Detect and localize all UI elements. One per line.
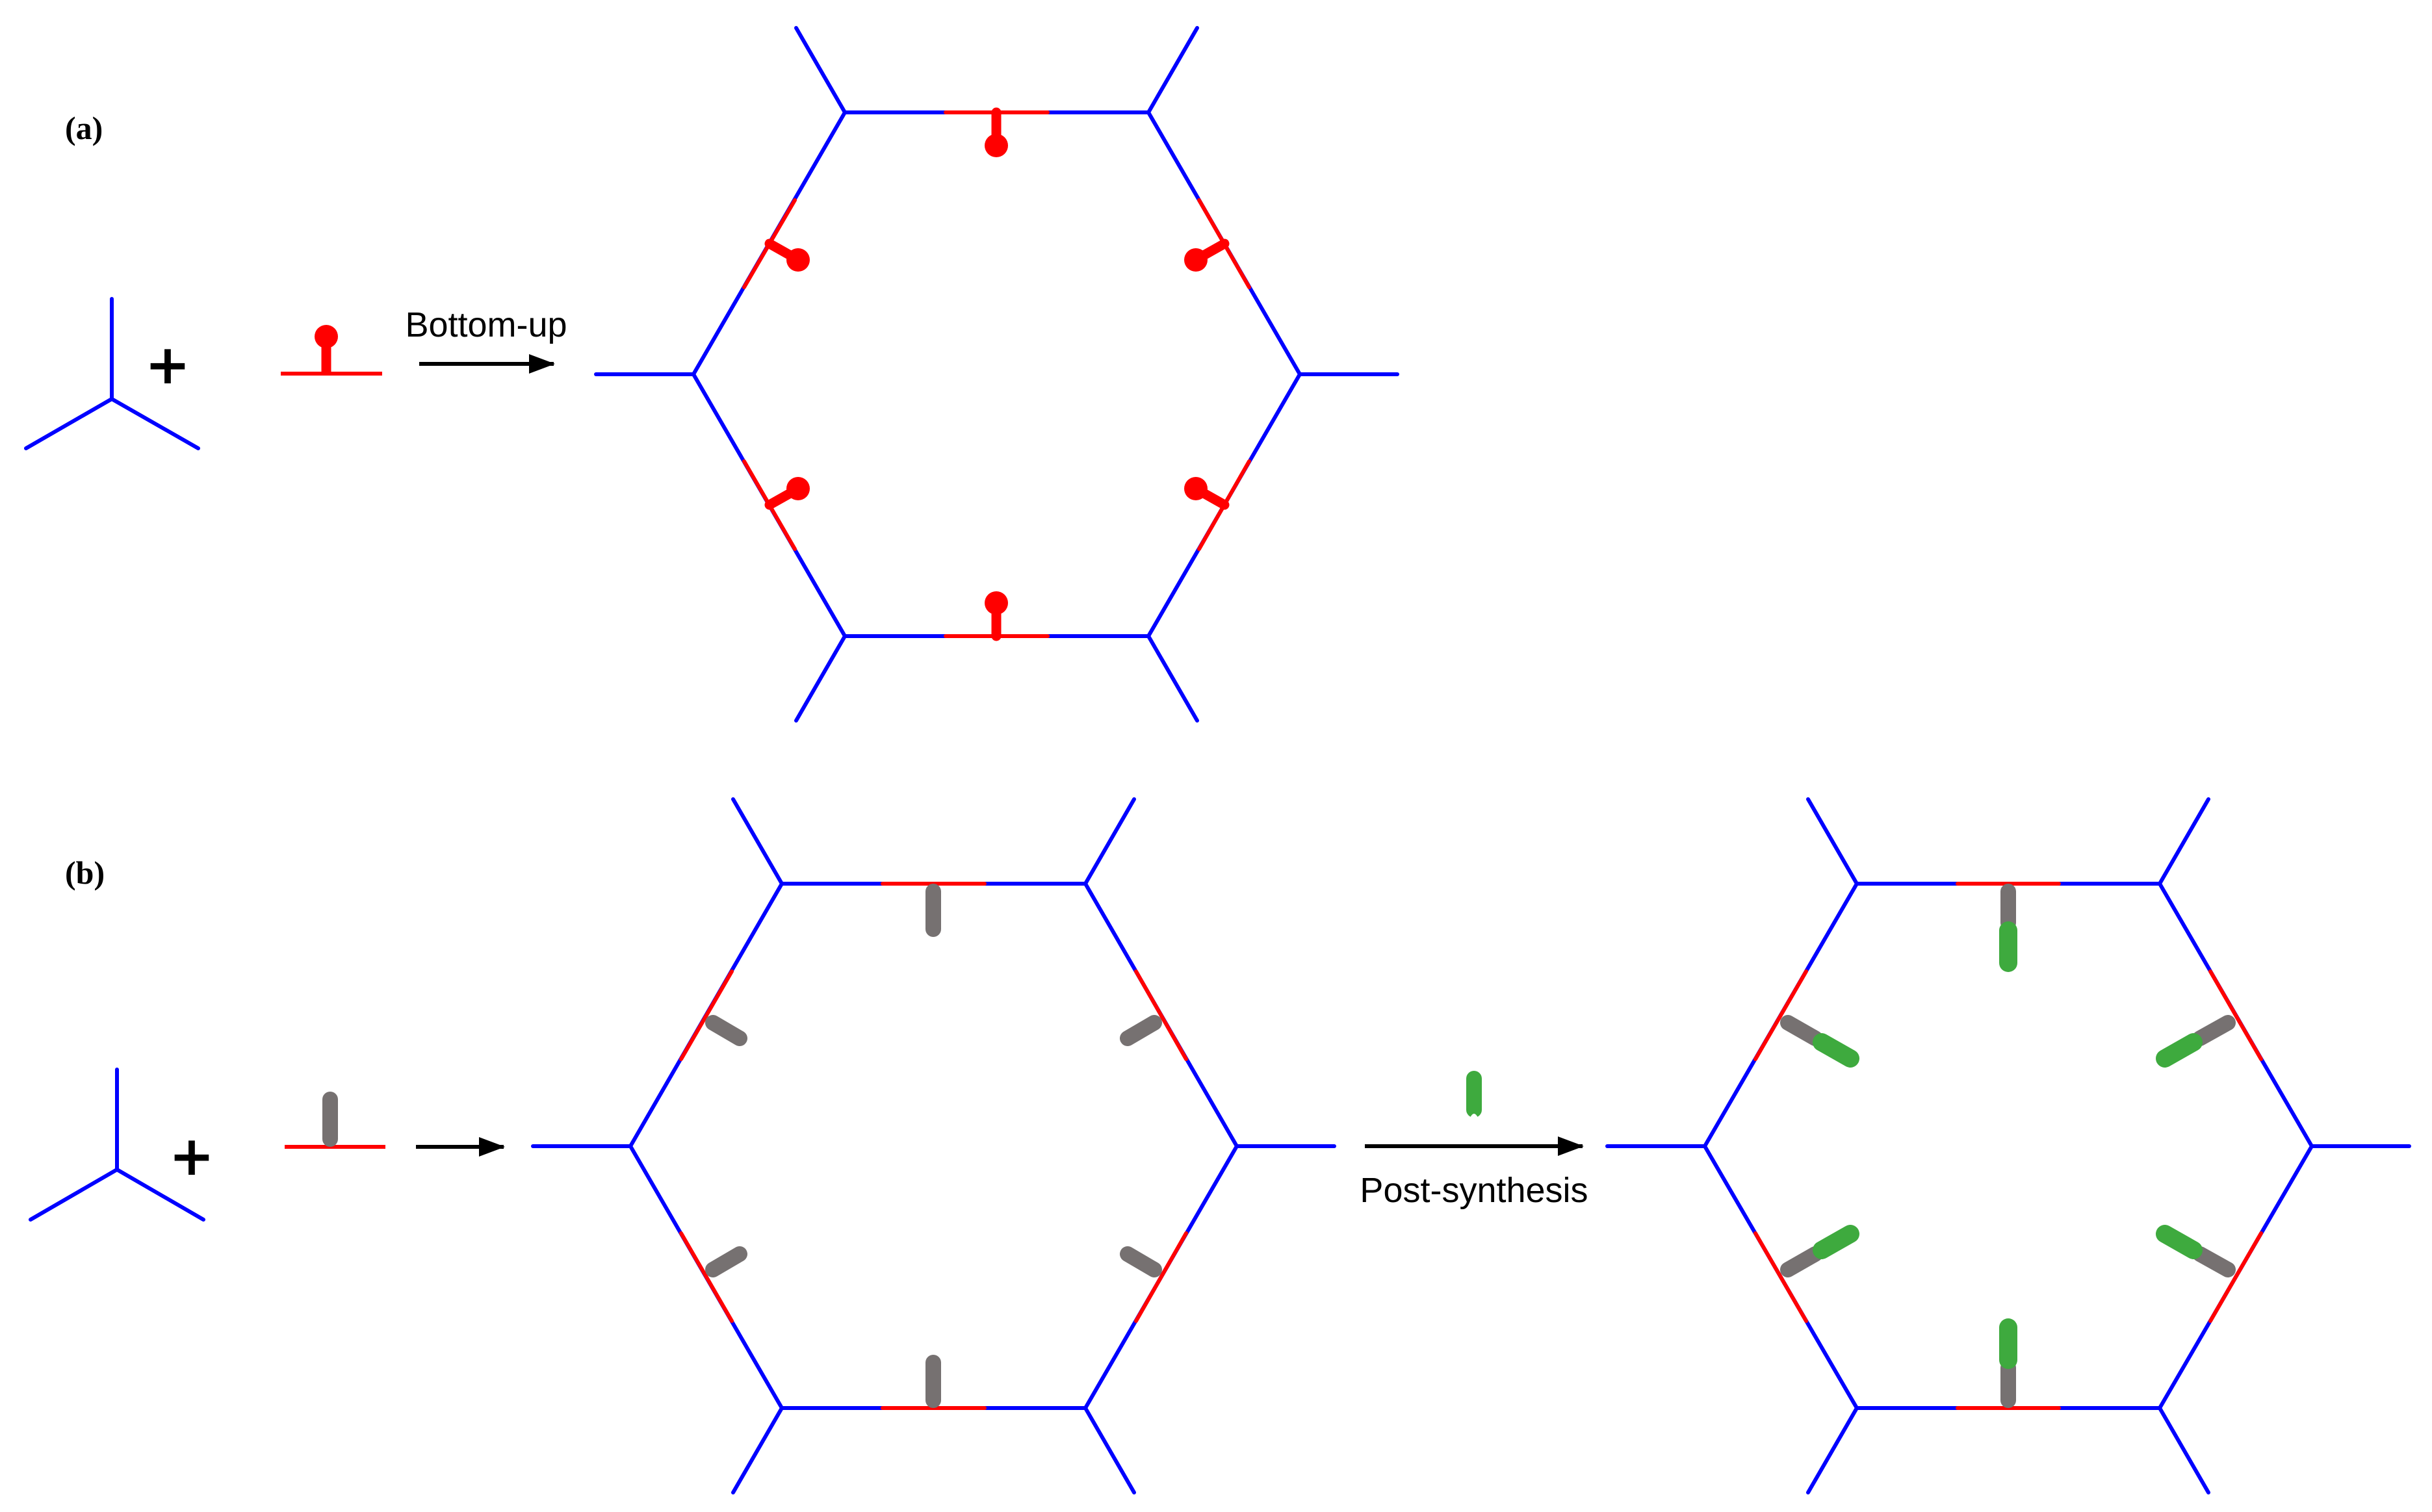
panel-b-precursor-linker <box>285 1092 385 1149</box>
panel-b-arrow-label: Post-synthesis <box>1360 1171 1588 1210</box>
panel-a-label: (a) <box>65 110 103 146</box>
panel-b-tritopic-linker <box>29 1068 205 1222</box>
panel-a-functionalized-linker <box>281 325 382 376</box>
panel-a-arrow-label: Bottom-up <box>405 305 567 344</box>
panel-a-tritopic-linker <box>24 297 200 450</box>
panel-a-plus-sign: + <box>145 333 190 396</box>
panel-a-framework-hexagon <box>594 26 1399 723</box>
panel-b-plus-sign: + <box>169 1124 214 1188</box>
post-synthesis-reagent <box>1466 1071 1482 1118</box>
panel-b-functionalized-framework-hexagon <box>1605 797 2411 1494</box>
panel-b-label: (b) <box>65 854 105 891</box>
panel-b-precursor-framework-hexagon <box>531 797 1336 1494</box>
